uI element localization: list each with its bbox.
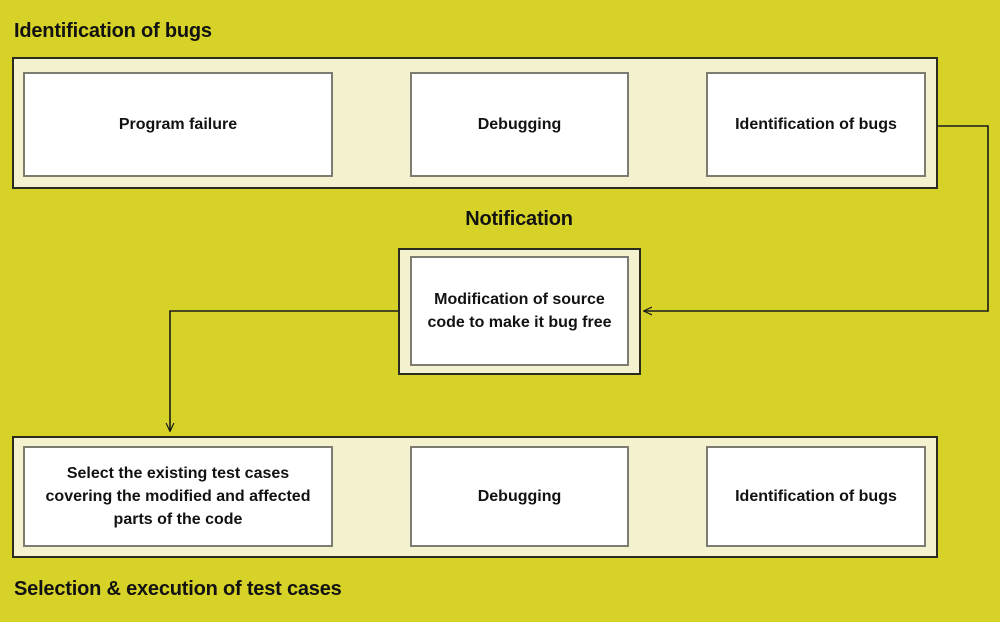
process-box-identification-of-bugs-top[interactable]: Identification of bugs (706, 72, 926, 177)
section-heading-selection-and-execution-of-test-cases: Selection & execution of test cases (14, 578, 342, 600)
process-box-select-existing-test-cases[interactable]: Select the existing test cases covering … (23, 446, 333, 547)
arrow-modification-to-select (170, 310, 398, 431)
process-box-identification-of-bugs-bottom[interactable]: Identification of bugs (706, 446, 926, 547)
process-box-debugging-bottom[interactable]: Debugging (410, 446, 629, 547)
process-box-modification-of-source-code[interactable]: Modification of source code to make it b… (410, 256, 629, 366)
section-heading-identification-of-bugs: Identification of bugs (14, 20, 212, 42)
process-box-program-failure[interactable]: Program failure (23, 72, 333, 177)
section-heading-notification: Notification (465, 208, 573, 230)
process-box-debugging-top[interactable]: Debugging (410, 72, 629, 177)
